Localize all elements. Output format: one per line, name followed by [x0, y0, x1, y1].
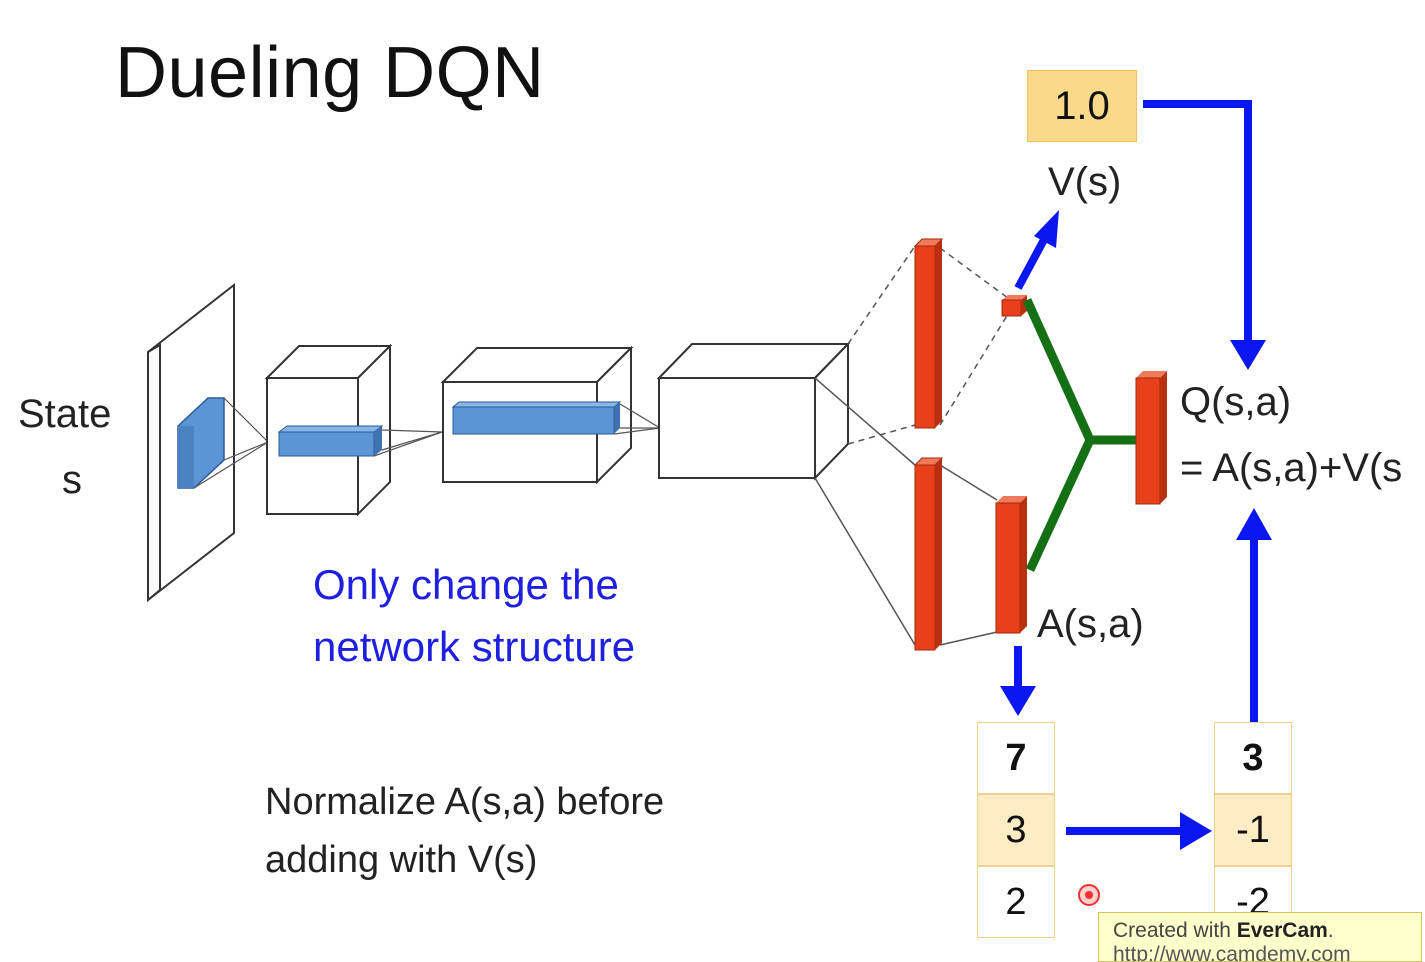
merge-lines: [1022, 298, 1140, 572]
q-formula: = A(s,a)+V(s: [1180, 446, 1403, 490]
value-label: V(s): [1048, 160, 1122, 204]
advantage-cell-2: 3: [977, 794, 1055, 866]
evercam-watermark: Created with EverCam. http://www.camdemy…: [1098, 912, 1422, 962]
advantage-fc-layer: [913, 457, 944, 651]
watermark-brand: EverCam: [1236, 919, 1328, 942]
normalize-note: Normalize A(s,a) before adding with V(s): [265, 773, 664, 889]
watermark-prefix: Created with: [1113, 919, 1237, 942]
state-label: State: [18, 392, 112, 436]
normalized-cell-2: -1: [1214, 794, 1292, 866]
conv1-kernel: [277, 425, 384, 457]
conv-block-3: [656, 341, 851, 481]
state-symbol: s: [62, 458, 82, 502]
normalize-note-line-1: Normalize A(s,a) before: [265, 781, 665, 823]
advantage-cell-1: 7: [977, 722, 1055, 794]
input-lines: [193, 397, 269, 489]
value-node: [1001, 295, 1027, 317]
arrow-heads: [1000, 210, 1272, 850]
q-label: Q(s,a): [1180, 380, 1292, 424]
blue-note-line-2: network structure: [313, 623, 636, 670]
value-stream-lines: [847, 245, 1009, 445]
watermark-suffix: .: [1327, 919, 1334, 942]
advantage-label: A(s,a): [1037, 602, 1144, 646]
blue-note: Only change the network structure: [313, 554, 635, 678]
input-kernel: [177, 397, 225, 489]
blue-note-line-1: Only change the: [313, 561, 619, 608]
advantage-cell-3: 2: [977, 866, 1055, 938]
normalized-cell-1: 3: [1214, 722, 1292, 794]
normalize-note-line-2: adding with V(s): [265, 839, 538, 881]
value-box: 1.0: [1027, 70, 1137, 142]
watermark-url: http://www.camdemy.com: [1113, 943, 1351, 962]
q-output-layer: [1135, 371, 1167, 505]
cursor-dot: [1078, 884, 1100, 906]
page-title: Dueling DQN: [115, 33, 545, 113]
value-fc-layer: [913, 238, 944, 429]
conv2-kernel: [451, 401, 622, 435]
advantage-stream-lines: [814, 377, 998, 646]
advantage-node: [995, 496, 1027, 634]
blue-arrows: [1014, 100, 1258, 835]
